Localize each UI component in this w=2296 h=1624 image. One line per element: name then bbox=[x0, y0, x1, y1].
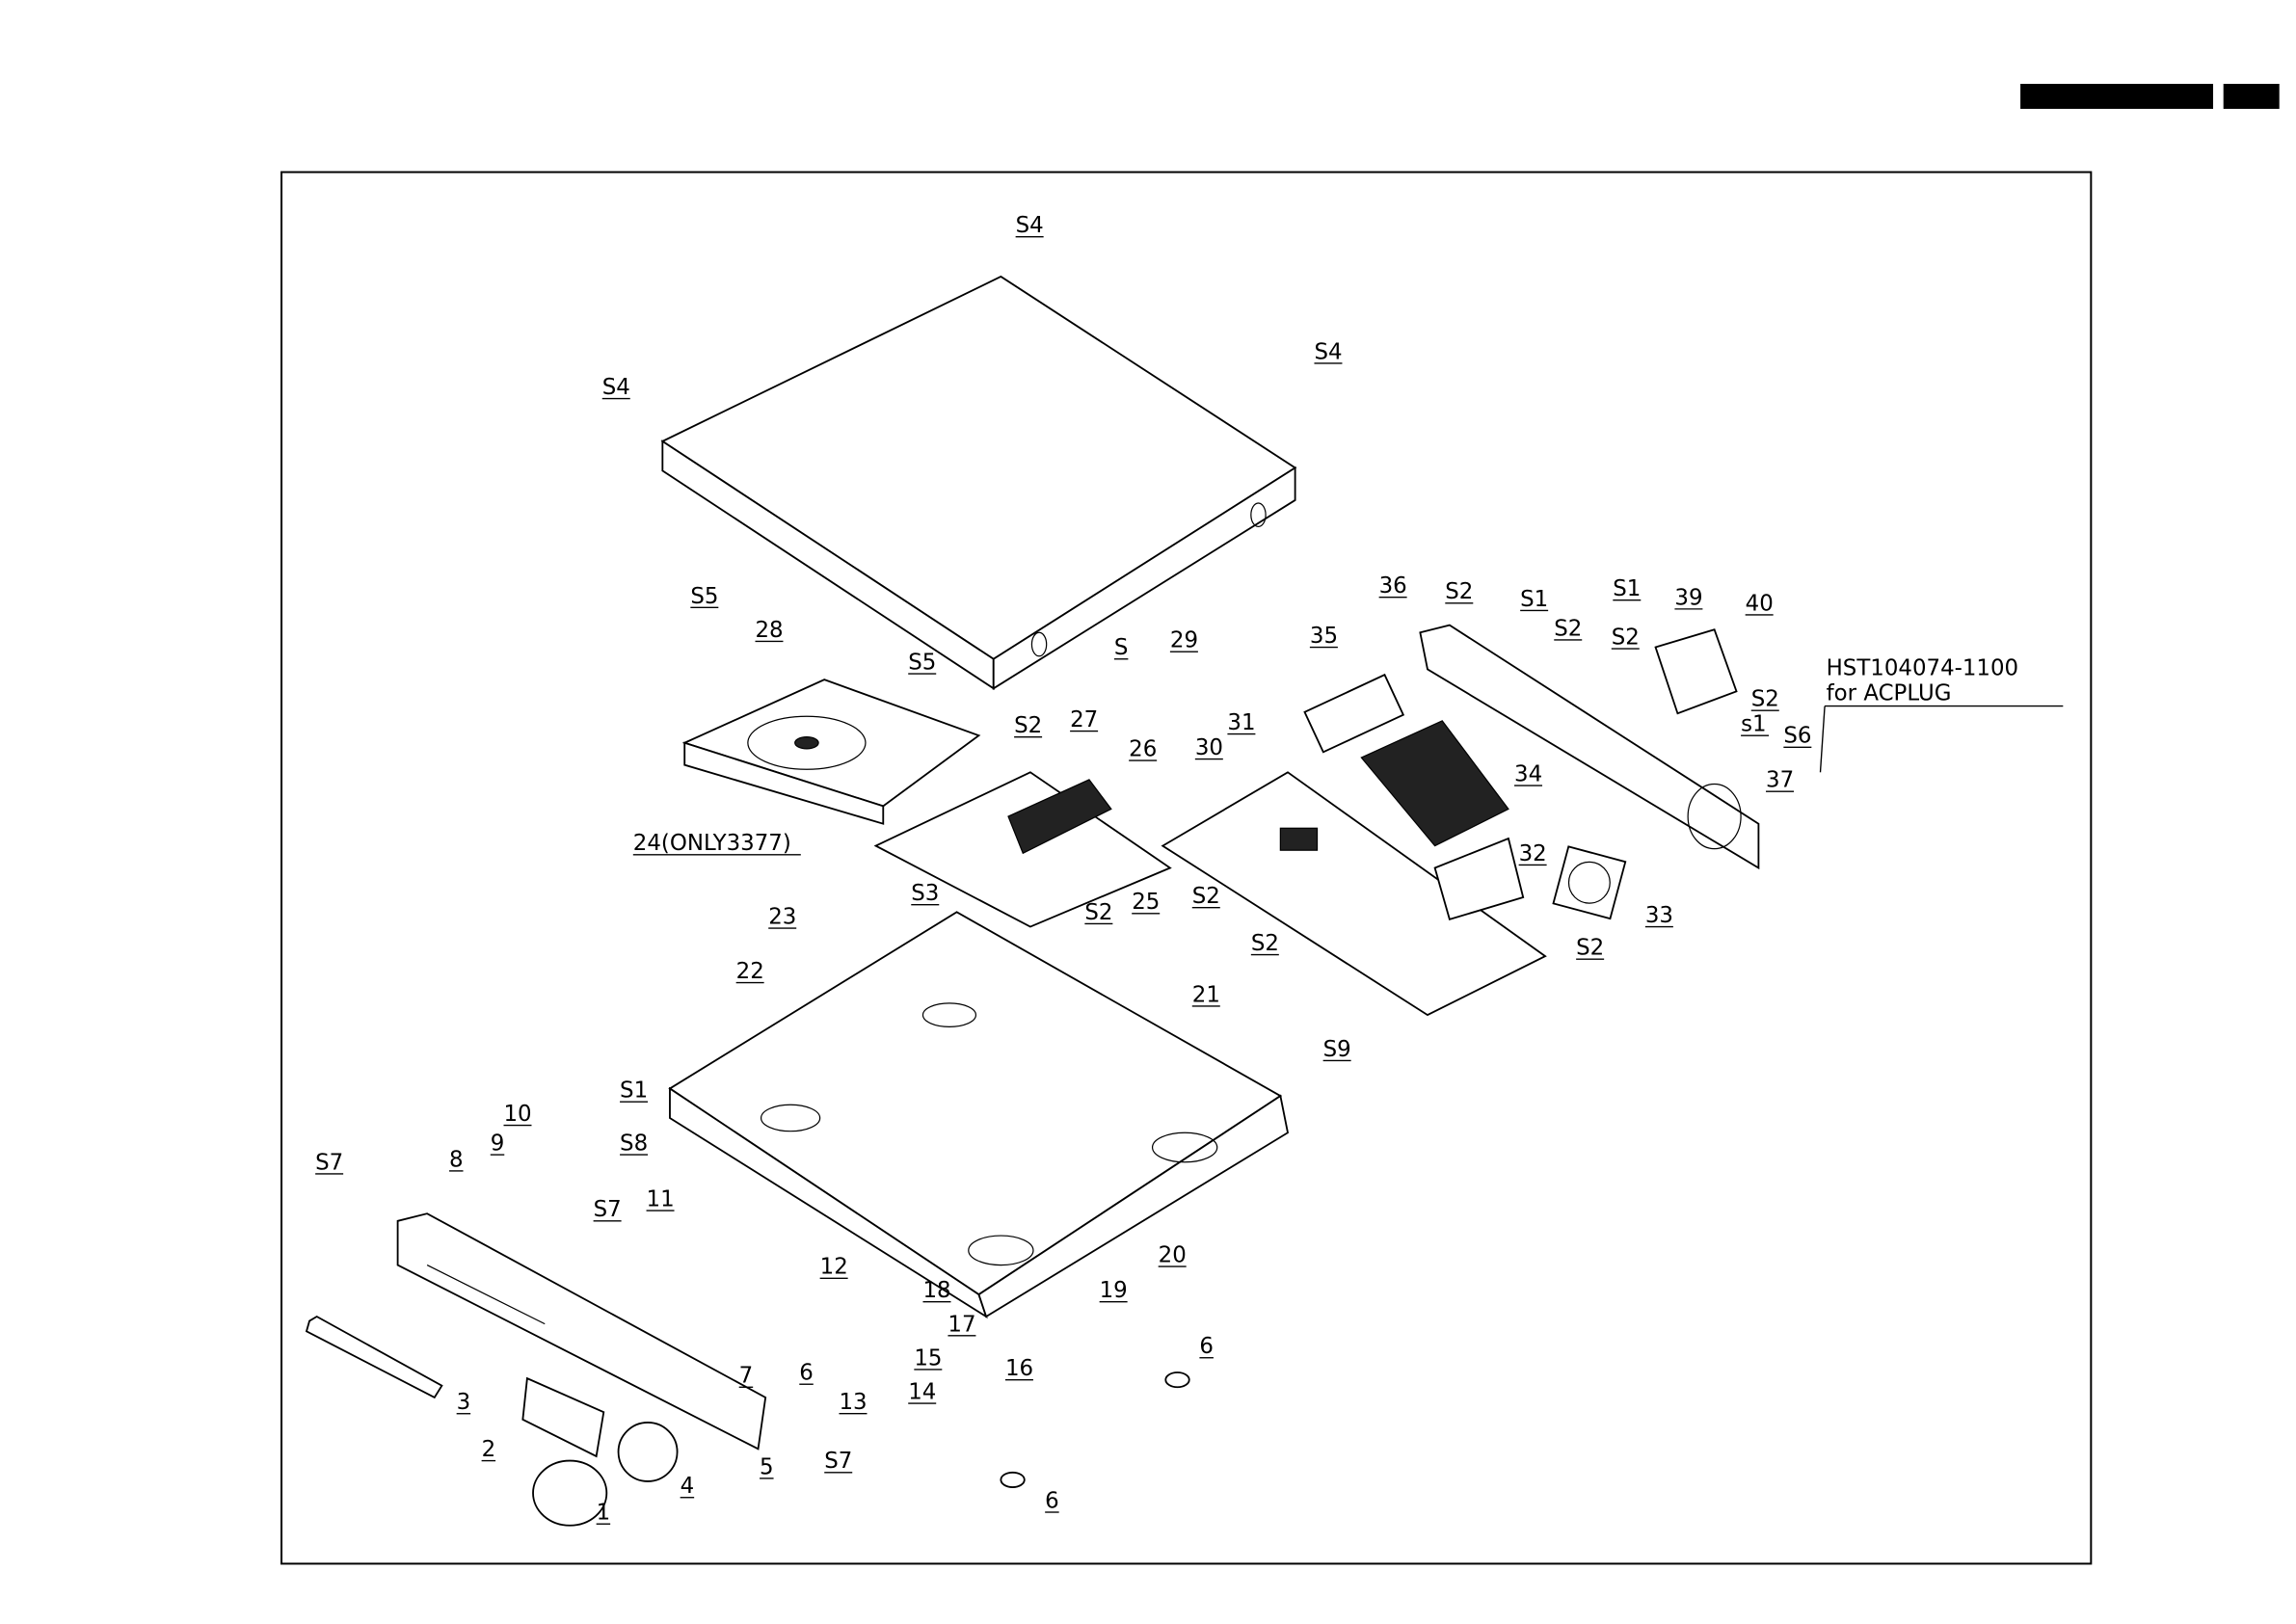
part-label: 39 bbox=[1674, 585, 1702, 610]
part-label: 17 bbox=[948, 1312, 975, 1337]
part-label: S4 bbox=[1314, 339, 1342, 364]
part-label: 22 bbox=[736, 959, 764, 984]
part-label: 29 bbox=[1170, 628, 1198, 653]
note-part-number: HST104074-1100 bbox=[1827, 656, 2019, 681]
part-label: S2 bbox=[1014, 713, 1042, 738]
part-label: S3 bbox=[911, 881, 939, 906]
part-label: 5 bbox=[760, 1454, 774, 1479]
part-label: 6 bbox=[1045, 1488, 1059, 1513]
part-label: 14 bbox=[908, 1379, 936, 1404]
part-label: 6 bbox=[799, 1361, 814, 1386]
part-label: 4 bbox=[681, 1474, 695, 1499]
heatsink-32 bbox=[1361, 721, 1508, 846]
part-label: S5 bbox=[908, 650, 936, 675]
part-label: S2 bbox=[1192, 884, 1220, 909]
part-label: 24(ONLY3377) bbox=[633, 831, 791, 856]
part-label: S8 bbox=[620, 1131, 648, 1157]
dvd-loader bbox=[684, 679, 978, 824]
part-label: S2 bbox=[1251, 931, 1279, 956]
part-label: S1 bbox=[620, 1078, 648, 1104]
psu-module-35 bbox=[1305, 675, 1403, 752]
part-label: S7 bbox=[594, 1197, 622, 1222]
part-label: S bbox=[1114, 635, 1129, 660]
part-label: S2 bbox=[1576, 936, 1604, 961]
fan-33 bbox=[1553, 846, 1625, 918]
part-label: 19 bbox=[1100, 1278, 1128, 1303]
part-label: S1 bbox=[1520, 587, 1548, 612]
part-label: 40 bbox=[1746, 591, 1774, 616]
part-label: 32 bbox=[1519, 841, 1547, 866]
part-label: 10 bbox=[503, 1102, 531, 1127]
part-label: S6 bbox=[1783, 724, 1811, 749]
fan-box-40 bbox=[1656, 629, 1737, 713]
part-label: 6 bbox=[1199, 1334, 1214, 1359]
part-label: S4 bbox=[1016, 213, 1044, 238]
part-label: 26 bbox=[1129, 737, 1157, 762]
part-label: 7 bbox=[739, 1364, 754, 1389]
diagram-frame bbox=[281, 173, 2091, 1564]
part-label: 25 bbox=[1132, 890, 1160, 915]
part-label: S2 bbox=[1751, 687, 1779, 712]
note-description: for ACPLUG bbox=[1827, 681, 1952, 706]
part-label: 18 bbox=[922, 1278, 950, 1303]
part-label: S2 bbox=[1612, 626, 1640, 651]
part-label: 1 bbox=[597, 1501, 611, 1526]
part-label: 34 bbox=[1514, 761, 1542, 786]
part-label: 31 bbox=[1227, 710, 1255, 735]
part-label: 30 bbox=[1195, 735, 1223, 760]
part-label: 13 bbox=[839, 1390, 867, 1415]
part-label: 23 bbox=[768, 904, 796, 929]
part-label: 3 bbox=[457, 1390, 471, 1415]
part-label: S4 bbox=[602, 375, 630, 400]
part-label: 16 bbox=[1005, 1356, 1033, 1381]
part-label: S1 bbox=[1613, 576, 1641, 601]
part-label: S9 bbox=[1323, 1037, 1351, 1062]
part-label: S2 bbox=[1554, 616, 1582, 641]
part-label: 28 bbox=[755, 618, 783, 643]
part-label: 21 bbox=[1192, 982, 1220, 1007]
part-label: S2 bbox=[1084, 900, 1112, 925]
part-label: S7 bbox=[824, 1449, 852, 1474]
part-label: 15 bbox=[914, 1345, 942, 1371]
part-label: 27 bbox=[1070, 707, 1098, 732]
part-label: 12 bbox=[820, 1255, 848, 1280]
part-label: 20 bbox=[1159, 1243, 1187, 1268]
part-label: 36 bbox=[1379, 573, 1407, 599]
header-bar-left bbox=[2020, 84, 2213, 109]
part-label: 2 bbox=[482, 1437, 496, 1462]
part-label: 9 bbox=[491, 1131, 505, 1157]
part-label: S2 bbox=[1445, 579, 1473, 604]
part-label: 33 bbox=[1645, 903, 1673, 928]
part-label: 35 bbox=[1310, 624, 1338, 649]
part-label: S7 bbox=[315, 1150, 343, 1175]
header-bar-right bbox=[2224, 84, 2280, 109]
part-label: s1 bbox=[1741, 712, 1766, 737]
part-label: 11 bbox=[647, 1187, 675, 1212]
part-label: 8 bbox=[449, 1147, 464, 1172]
part-label: S5 bbox=[690, 584, 718, 609]
part-label: 37 bbox=[1766, 768, 1794, 793]
